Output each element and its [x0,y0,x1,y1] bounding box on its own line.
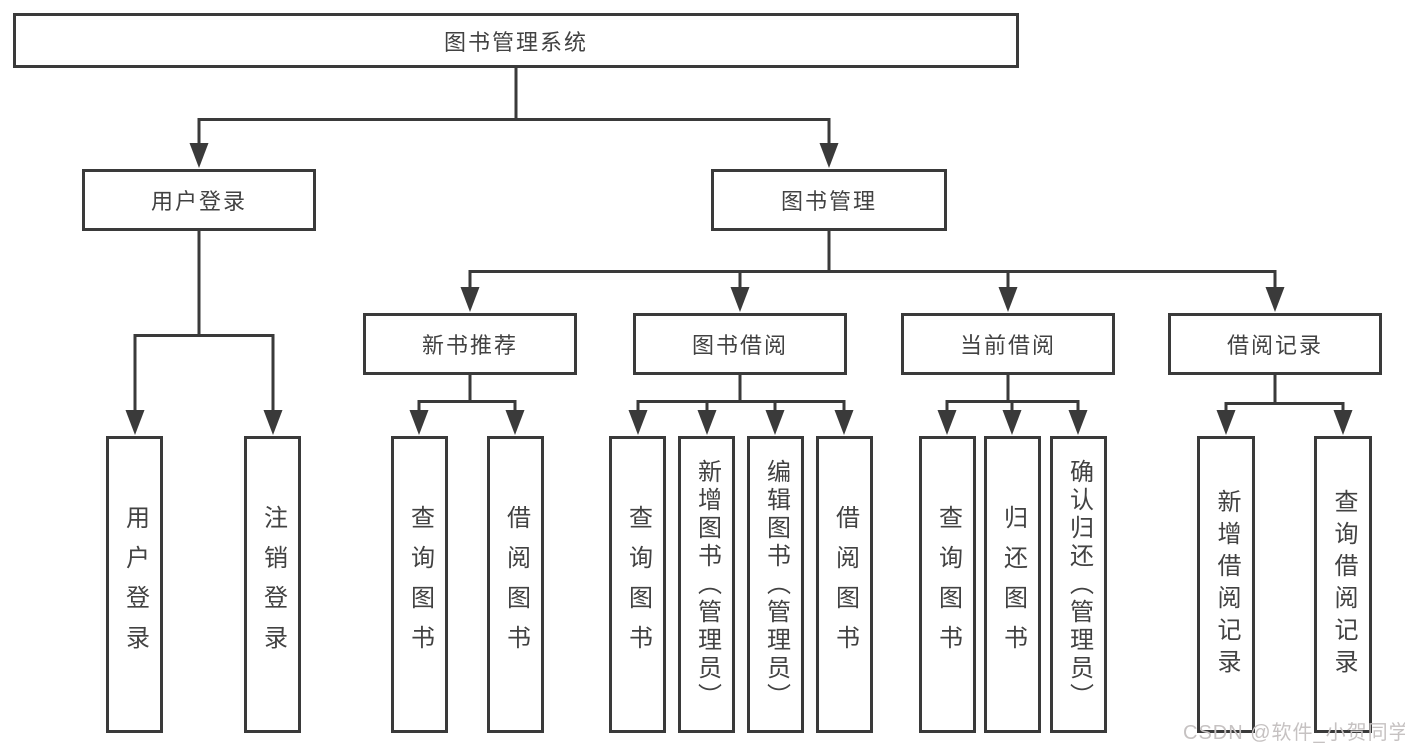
leaf-node-add-books-admin: 新增图书（管理员） [678,436,735,733]
leaf-label: 归还图书 [999,504,1027,665]
arrow-down-icon [1265,287,1285,312]
leaf-node-borrow-books-recommend: 借阅图书 [487,436,544,733]
branch-label: 用户登录 [150,189,247,214]
arrow-down-icon [505,410,525,435]
arrow-down-icon [263,410,283,435]
leaf-node-add-borrow-record: 新增借阅记录 [1197,436,1255,733]
branch-label: 图书借阅 [691,333,788,358]
leaf-label: 查询图书 [624,504,652,665]
leaf-label: 查询借阅记录 [1330,488,1357,681]
branch-label: 当前借阅 [959,333,1056,358]
leaf-label: 注销登录 [259,504,287,665]
leaf-node-confirm-return-admin: 确认归还（管理员） [1050,436,1107,733]
branch-node-book-borrowing: 图书借阅 [633,313,847,375]
leaf-label: 确认归还（管理员） [1065,458,1093,711]
arrow-down-icon [189,143,209,168]
leaf-node-logout: 注销登录 [244,436,301,733]
branch-label: 新书推荐 [421,333,518,358]
leaf-node-edit-books-admin: 编辑图书（管理员） [747,436,804,733]
arrow-down-icon [819,143,839,168]
leaf-label: 借阅图书 [831,504,859,665]
arrowheads [125,143,1353,435]
arrow-down-icon [998,287,1018,312]
leaf-label: 查询图书 [934,504,962,665]
leaf-node-user-login: 用户登录 [106,436,163,733]
leaf-label: 用户登录 [121,504,149,665]
branch-label: 图书管理 [780,189,877,214]
leaf-node-search-borrow-record: 查询借阅记录 [1314,436,1372,733]
arrow-down-icon [1333,410,1353,435]
arrow-down-icon [125,410,145,435]
arrow-down-icon [765,410,785,435]
branch-label: 借阅记录 [1226,333,1323,358]
tree-edges [133,68,1345,416]
leaf-node-borrow-books-borrowing: 借阅图书 [816,436,873,733]
leaf-label: 查询图书 [406,504,434,665]
leaf-label: 新增借阅记录 [1213,488,1240,681]
arrow-down-icon [1216,410,1236,435]
root-node-library-system: 图书管理系统 [13,13,1019,68]
branch-node-book-management: 图书管理 [711,169,947,231]
root-label: 图书管理系统 [443,29,588,55]
branch-node-borrow-records: 借阅记录 [1168,313,1382,375]
arrow-down-icon [628,410,648,435]
leaf-node-search-books-recommend: 查询图书 [391,436,448,733]
arrow-down-icon [460,287,480,312]
leaf-label: 编辑图书（管理员） [762,458,790,711]
branch-node-current-borrowing: 当前借阅 [901,313,1115,375]
leaf-node-return-books: 归还图书 [984,436,1041,733]
branch-node-user-login: 用户登录 [82,169,316,231]
leaf-label: 新增图书（管理员） [693,458,721,711]
arrow-down-icon [937,410,957,435]
leaf-node-search-books-borrowing: 查询图书 [609,436,666,733]
arrow-down-icon [697,410,717,435]
arrow-down-icon [730,287,750,312]
arrow-down-icon [1002,410,1022,435]
branch-node-new-book-recommend: 新书推荐 [363,313,577,375]
arrow-down-icon [834,410,854,435]
leaf-node-search-books-current: 查询图书 [919,436,976,733]
arrow-down-icon [1068,410,1088,435]
arrow-down-icon [409,410,429,435]
leaf-label: 借阅图书 [502,504,530,665]
csdn-watermark: CSDN @软件_小贺同学 [1183,722,1405,744]
